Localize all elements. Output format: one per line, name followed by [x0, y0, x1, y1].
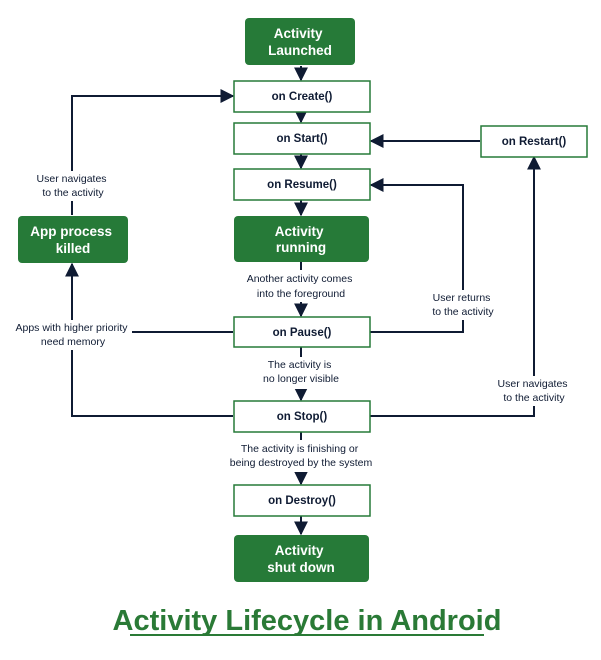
node-on-start: on Start()	[233, 122, 371, 155]
edge-stop-to-restart	[370, 155, 541, 417]
edge-stop-to-killed	[65, 262, 233, 417]
node-on-create: on Create()	[233, 80, 371, 113]
title-text: Activity Lifecycle in Android	[113, 605, 502, 637]
label-user-navigates-left: User navigates to the activity	[37, 173, 110, 199]
activity-running-line1: Activity	[275, 224, 324, 239]
label-another-activity: Another activity comes into the foregrou…	[247, 273, 356, 300]
activity-shut-down-line1: Activity	[275, 543, 324, 558]
svg-text:Activity running: Activity running	[275, 224, 328, 255]
node-app-process-killed: App process killed	[18, 216, 128, 263]
node-on-destroy: on Destroy()	[233, 484, 371, 517]
label-no-longer-visible: The activity is no longer visible	[263, 359, 339, 385]
on-create-label: on Create()	[272, 91, 333, 103]
app-process-killed-line2: killed	[56, 241, 91, 256]
on-destroy-label: on Destroy()	[268, 495, 336, 507]
activity-shut-down-line2: shut down	[267, 560, 335, 575]
activity-launched-line2: Launched	[268, 43, 332, 58]
node-activity-shut-down: Activity shut down	[234, 535, 369, 582]
activity-running-line2: running	[276, 240, 326, 255]
activity-launched-line1: Activity	[274, 26, 323, 41]
node-activity-launched: Activity Launched	[245, 18, 355, 65]
svg-text:Activity shut down: Activity shut down	[267, 543, 335, 575]
node-on-restart: on Restart()	[480, 125, 588, 158]
label-finishing: The activity is finishing or being destr…	[230, 443, 373, 469]
diagram-title: Activity Lifecycle in Android	[113, 605, 502, 637]
label-user-navigates-right: User navigates to the activity	[498, 378, 571, 404]
on-restart-label: on Restart()	[502, 136, 567, 148]
svg-text:Activity Launched: Activity Launched	[268, 26, 332, 58]
on-resume-label: on Resume()	[267, 179, 337, 191]
node-activity-running: Activity running	[234, 216, 369, 262]
app-process-killed-line1: App process	[30, 224, 112, 239]
node-on-stop: on Stop()	[233, 400, 371, 433]
svg-text:App process killed: App process killed	[30, 224, 116, 256]
label-higher-priority: Apps with higher priority need memory	[16, 322, 131, 348]
on-start-label: on Start()	[276, 133, 327, 145]
node-on-pause: on Pause()	[233, 316, 371, 348]
on-stop-label: on Stop()	[277, 411, 328, 423]
edge-pause-to-resume	[369, 178, 464, 333]
node-on-resume: on Resume()	[233, 168, 371, 201]
on-pause-label: on Pause()	[273, 327, 332, 339]
edge-labels: Another activity comes into the foregrou…	[14, 171, 574, 472]
label-user-returns: User returns to the activity	[432, 292, 494, 318]
